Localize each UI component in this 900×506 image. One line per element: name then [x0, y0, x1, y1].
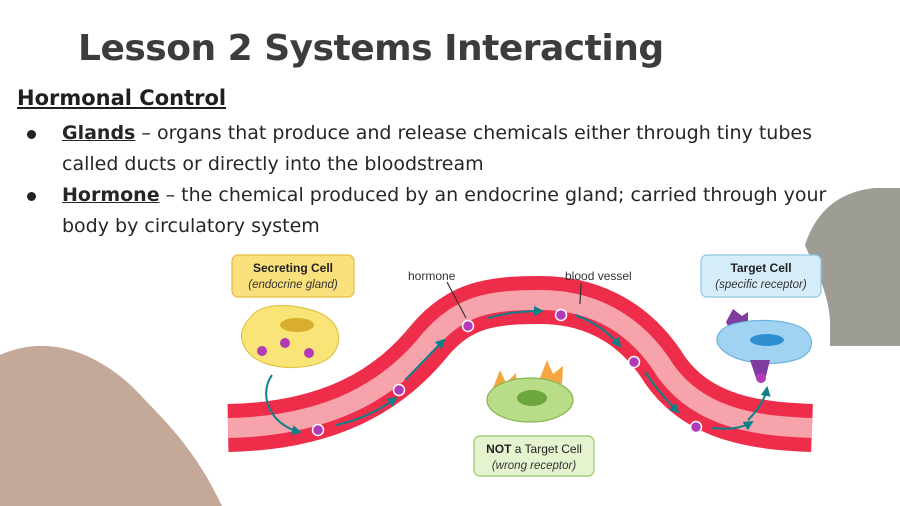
- bullet-term: Glands: [62, 122, 136, 144]
- bullet-list: Glands – organs that produce and release…: [0, 118, 870, 242]
- not-target-title: NOT a Target Cell: [486, 442, 582, 456]
- bullet-item-hormone: Hormone – the chemical produced by an en…: [0, 180, 870, 242]
- flow-arrow: [644, 371, 680, 414]
- secreting-cell-nucleus: [280, 318, 314, 332]
- slide-title: Lesson 2 Systems Interacting: [78, 28, 664, 69]
- not-target-cell-nucleus: [517, 390, 547, 406]
- uptake-arrow: [747, 386, 771, 421]
- hormone-particles: [311, 308, 703, 437]
- bullet-item-glands: Glands – organs that produce and release…: [0, 118, 870, 180]
- target-cell-nucleus: [750, 334, 784, 346]
- secreting-cell: [240, 304, 340, 369]
- bullet-text: – the chemical produced by an endocrine …: [62, 184, 827, 237]
- section-title: Hormonal Control: [17, 86, 227, 110]
- flow-arrow: [487, 306, 544, 319]
- vessel-pointer-line: [579, 282, 582, 305]
- secreting-cell-subtitle: (endocrine gland): [248, 279, 338, 291]
- blood-vessel-label: blood vessel: [565, 269, 632, 283]
- flow-arrow: [574, 314, 622, 348]
- target-cell-title: Target Cell: [730, 261, 791, 275]
- not-target-subtitle: (wrong receptor): [492, 460, 577, 472]
- hormone-label: hormone: [408, 269, 456, 283]
- flow-arrow: [404, 338, 446, 381]
- blood-vessel-lumen: [227, 289, 813, 438]
- target-cell-receptor-bottom: [750, 360, 770, 378]
- flow-arrow: [711, 420, 754, 431]
- target-cell-label-box: [700, 254, 822, 298]
- secreting-cell-label-box: [231, 254, 355, 298]
- gray-blob-shape: [805, 188, 900, 346]
- bound-hormone: [756, 373, 766, 383]
- bullet-dot-icon: [27, 192, 36, 201]
- tan-blob-shape: [0, 345, 222, 506]
- target-cell-subtitle: (specific receptor): [715, 279, 807, 291]
- hormone-pointer-line: [446, 281, 467, 319]
- bullet-text: – organs that produce and release chemic…: [62, 122, 812, 175]
- flow-arrow: [335, 396, 398, 426]
- secreting-cell-title: Secreting Cell: [253, 261, 333, 275]
- bullet-term: Hormone: [62, 184, 160, 206]
- not-target-receptor: [540, 360, 563, 384]
- not-target-label-box: [473, 435, 595, 477]
- secreting-cell-hormones: [257, 338, 314, 358]
- release-arrow: [265, 374, 302, 436]
- bullet-dot-icon: [27, 130, 36, 139]
